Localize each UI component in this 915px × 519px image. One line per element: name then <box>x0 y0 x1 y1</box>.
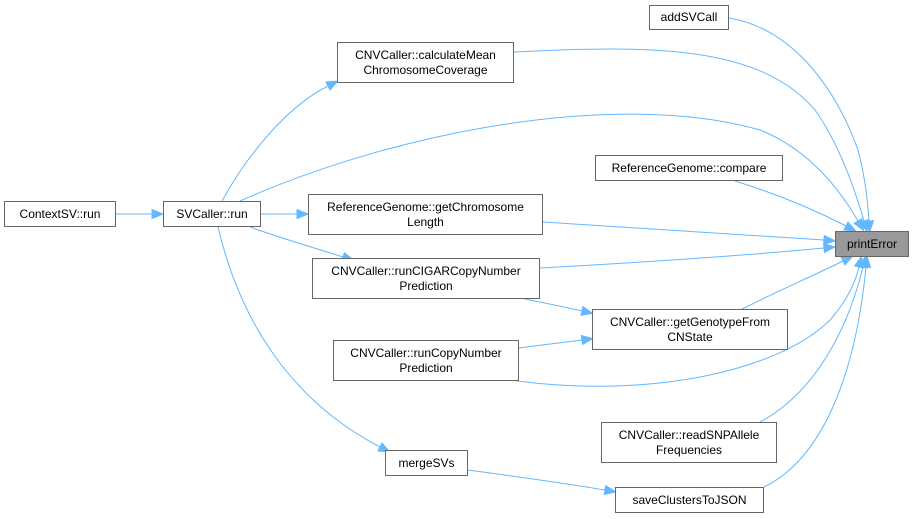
edge-svcRun-to-mergeSVs <box>217 226 391 453</box>
node-contextRun[interactable]: ContextSV::run <box>4 201 116 227</box>
edge-runCigar-to-printError <box>539 242 837 269</box>
node-label: SVCaller::run <box>176 206 248 221</box>
node-label: ReferenceGenome::compare <box>611 160 767 175</box>
arrowhead-icon <box>325 80 340 91</box>
arrowhead-icon <box>377 442 391 453</box>
node-label: printError <box>846 236 897 251</box>
arrowhead-icon <box>151 208 165 220</box>
node-addSVCall[interactable]: addSVCall <box>649 5 729 30</box>
edge-contextRun-to-svcRun <box>116 208 165 220</box>
edge-saveClusters-to-printError <box>763 254 872 488</box>
arrowhead-icon <box>823 234 837 246</box>
edge-getChromLen-to-printError <box>542 221 837 246</box>
arrowhead-icon <box>603 484 618 496</box>
arrowhead-icon <box>296 208 310 220</box>
arrowhead-icon <box>843 221 857 232</box>
node-saveClusters[interactable]: saveClustersToJSON <box>615 487 764 513</box>
edge-calcMean-to-printError <box>513 48 869 233</box>
arrowhead-icon <box>840 255 855 266</box>
node-label: CNVCaller::runCopyNumber <box>350 345 502 360</box>
edge-svcRun-to-calcMean <box>221 80 340 202</box>
node-label: CNVCaller::readSNPAllele <box>618 427 760 442</box>
node-label: ChromosomeCoverage <box>363 62 488 77</box>
node-label: Prediction <box>399 278 453 293</box>
edge-refCompare-to-printError <box>734 180 857 232</box>
node-label: Frequencies <box>655 442 723 457</box>
node-label: CNVCaller::getGenotypeFrom <box>609 314 771 329</box>
edge-runCigar-to-getGenotype <box>519 297 595 317</box>
node-label: CNVCaller::runCIGARCopyNumber <box>331 263 521 278</box>
node-label: ContextSV::run <box>19 206 101 221</box>
node-printError: printError <box>835 231 909 257</box>
node-mergeSVs[interactable]: mergeSVs <box>385 450 468 476</box>
arrowhead-icon <box>580 305 595 317</box>
edge-svcRun-to-getChromLen <box>261 208 310 220</box>
arrowhead-icon <box>860 254 872 269</box>
node-label: CNVCaller::calculateMean <box>355 47 496 62</box>
edge-addSVCall-to-printError <box>728 17 875 234</box>
node-label: addSVCall <box>660 10 718 24</box>
arrowhead-icon <box>580 334 595 346</box>
arrowhead-icon <box>863 220 875 234</box>
edge-getGenotype-to-printError <box>741 255 855 310</box>
edge-mergeSVs-to-saveClusters <box>467 469 618 496</box>
node-svcRun[interactable]: SVCaller::run <box>163 201 261 227</box>
node-refCompare[interactable]: ReferenceGenome::compare <box>595 155 783 181</box>
node-label: mergeSVs <box>398 455 455 470</box>
node-label: ReferenceGenome::getChromosome <box>327 199 524 214</box>
edge-runCopy-to-getGenotype <box>518 334 595 349</box>
node-label: saveClustersToJSON <box>632 492 747 507</box>
node-label: Length <box>407 214 444 229</box>
node-label: CNState <box>667 329 713 344</box>
arrowhead-icon <box>823 242 837 254</box>
node-label: Prediction <box>399 360 453 375</box>
